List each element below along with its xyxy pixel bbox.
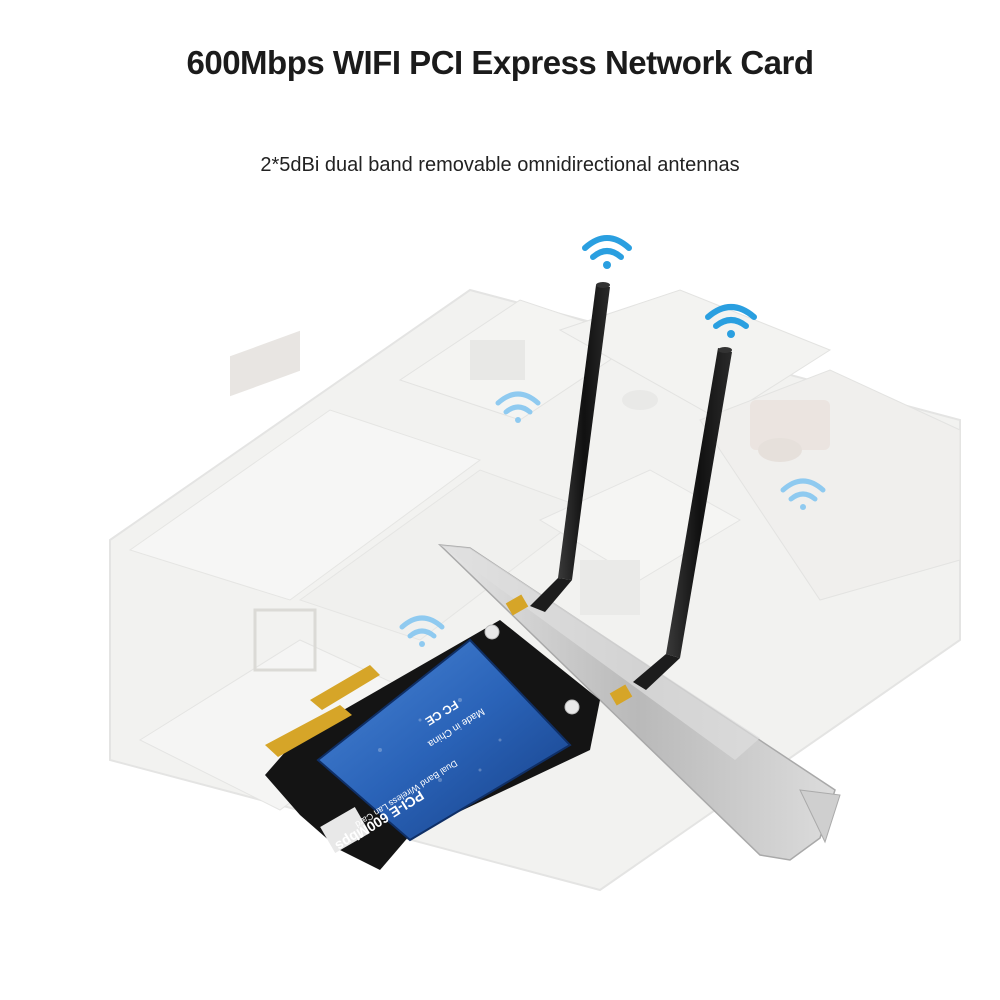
wifi-signal-icon [705, 304, 757, 338]
antenna-right [633, 347, 732, 690]
screw-hole [564, 699, 580, 715]
page-title: 600Mbps WIFI PCI Express Network Card [186, 44, 814, 81]
wifi-signal-icon [780, 478, 826, 510]
antenna-left [530, 282, 610, 612]
wifi-signal-icon [495, 391, 541, 423]
screw-hole [484, 624, 500, 640]
antenna-connector [505, 594, 633, 706]
wifi-signal-icon [399, 615, 445, 647]
wifi-signal-icon [582, 235, 632, 269]
page-subtitle: 2*5dBi dual band removable omnidirection… [260, 154, 740, 176]
